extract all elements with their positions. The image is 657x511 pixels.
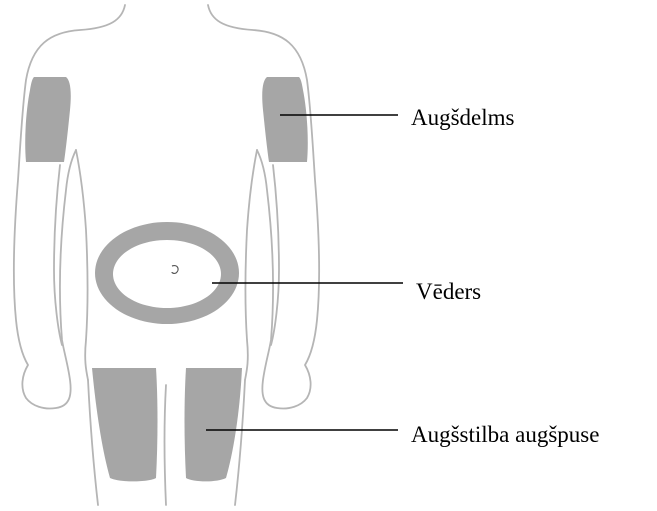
zone-left-upper-arm (25, 77, 71, 162)
body-outline-crotch (165, 385, 167, 505)
navel-mark (172, 266, 178, 274)
zone-right-upper-arm (262, 77, 308, 162)
label-upper-arm: Augšdelms (411, 106, 515, 129)
zone-left-thigh (92, 368, 158, 481)
body-outline-left-torso (76, 150, 88, 380)
zone-right-thigh (185, 368, 243, 481)
body-outline-left-side (14, 5, 125, 409)
body-outline-right-side (208, 5, 319, 409)
zone-abdomen (95, 222, 239, 324)
body-outline-right-torso (245, 150, 257, 380)
injection-zones (25, 77, 308, 481)
label-abdomen: Vēders (416, 280, 481, 303)
label-thigh: Augšstilba augšpuse (411, 423, 599, 446)
